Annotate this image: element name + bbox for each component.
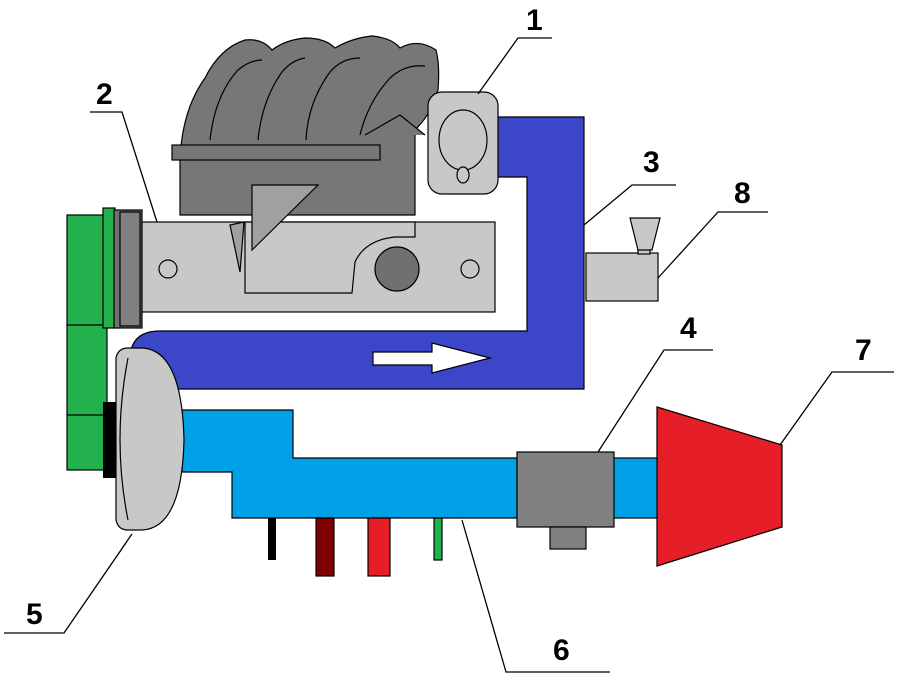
leader-5	[4, 533, 133, 634]
idle-valve	[516, 451, 615, 528]
engine-block-bolt-left	[158, 259, 178, 279]
leader-7	[779, 371, 894, 446]
callout-label-5: 5	[26, 598, 43, 631]
intake-pipe	[181, 409, 518, 519]
manifold-flange	[171, 144, 381, 161]
flow-direction-arrow	[372, 342, 493, 374]
crank-pulley-outer	[119, 211, 141, 327]
leader-4	[597, 349, 713, 453]
throttle-valve-disc	[438, 109, 488, 171]
callout-label-6: 6	[553, 634, 570, 667]
air-filter	[656, 406, 783, 567]
intake-manifold	[179, 35, 440, 216]
belt-drive-upper	[66, 214, 108, 326]
engine-block-port	[374, 246, 420, 292]
manifold-triangle	[251, 184, 320, 252]
callout-label-1: 1	[526, 4, 543, 37]
sensor-lead-green	[433, 517, 443, 561]
manifold-runner-2	[257, 57, 306, 141]
manifold-runner-4	[359, 65, 426, 136]
idler-pulley-edge	[119, 357, 129, 521]
belt-drive-lower	[66, 324, 108, 471]
pulley-shaft-black	[103, 402, 117, 478]
callout-label-7: 7	[855, 334, 872, 367]
connector-fitting	[585, 252, 659, 302]
callout-label-8: 8	[734, 177, 751, 210]
manifold-bracket	[229, 221, 245, 273]
fitting-nozzle	[629, 217, 661, 251]
leader-2	[90, 111, 158, 223]
sensor-lead-darkred	[315, 517, 335, 577]
sensor-lead-red	[367, 517, 391, 577]
sensor-lead-black	[268, 518, 276, 560]
manifold-runner-3	[305, 57, 361, 141]
manifold-runner-1	[209, 59, 263, 141]
callout-label-4: 4	[680, 312, 697, 345]
belt-pulley-rim	[102, 207, 116, 329]
idle-valve-connector	[549, 526, 587, 550]
leader-3	[583, 184, 676, 226]
engine-block-panel	[244, 221, 416, 294]
intake-pipe-outlet	[611, 457, 661, 519]
leader-6	[461, 519, 610, 673]
manifold-neck	[364, 114, 426, 136]
leader-8	[657, 211, 768, 279]
leader-1	[477, 37, 552, 95]
throttle-valve-pivot	[456, 166, 470, 184]
callout-label-3: 3	[643, 146, 660, 179]
callout-label-2: 2	[96, 78, 113, 111]
idler-pulley	[115, 347, 185, 531]
engine-block-bolt-right	[460, 259, 480, 279]
